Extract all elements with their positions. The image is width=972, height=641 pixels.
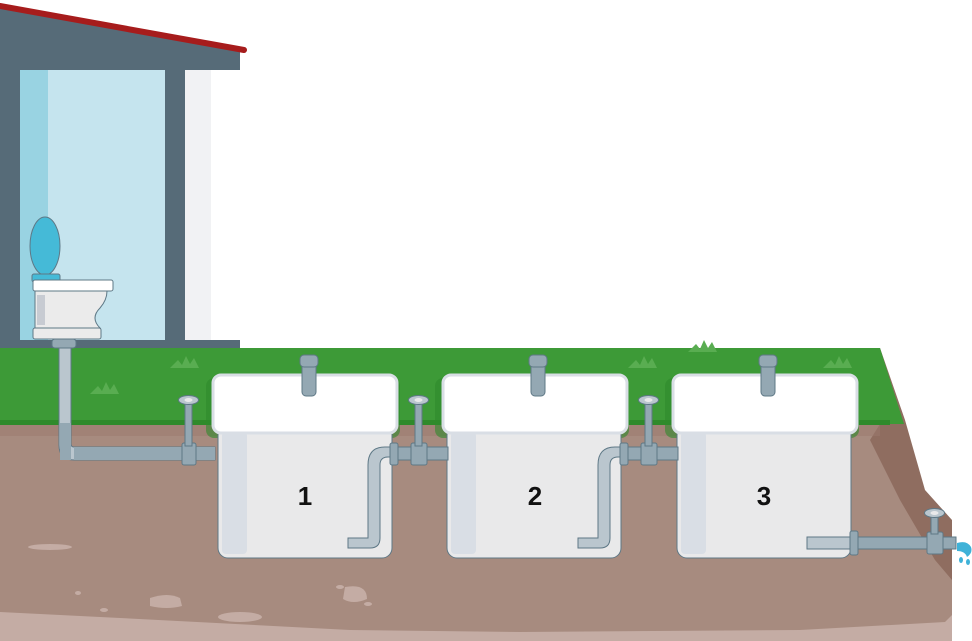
connector-pipe-1-2	[389, 395, 449, 466]
outlet-pipe	[849, 508, 957, 556]
tank-label: 2	[528, 481, 542, 511]
inlet-pipe	[58, 347, 216, 466]
roof	[0, 3, 247, 53]
tank-3: 3	[665, 354, 859, 559]
tank-2: 2	[435, 354, 629, 559]
tank-1: 1	[206, 354, 400, 559]
tank-label: 1	[298, 481, 312, 511]
toilet	[29, 216, 114, 349]
water-drip	[957, 542, 972, 565]
toilet-seat	[29, 216, 61, 276]
connector-pipe-2-3	[619, 395, 679, 466]
tank-label: 3	[757, 481, 771, 511]
